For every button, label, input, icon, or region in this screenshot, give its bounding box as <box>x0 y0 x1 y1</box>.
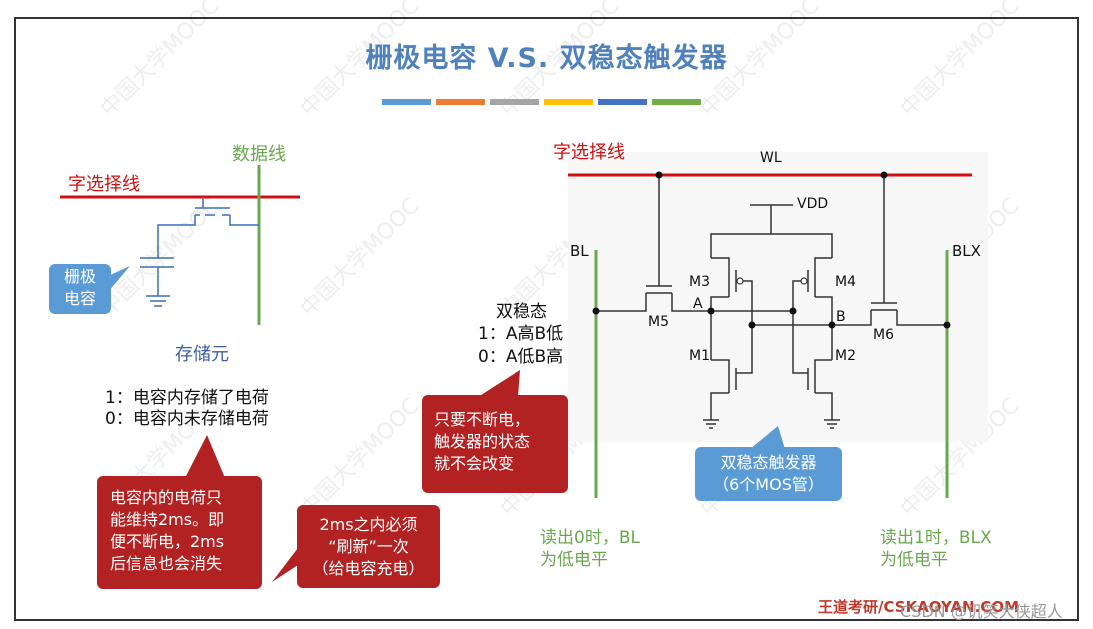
read0-line-1: 读出0时，BL <box>540 528 640 548</box>
m4-label: M4 <box>835 274 856 290</box>
bistable-state-0: 0：A低B高 <box>478 347 564 367</box>
csdn-watermark: CSDN @讥笑大侠超人 <box>900 602 1063 621</box>
title-bar <box>598 99 647 105</box>
title-bar <box>382 99 431 105</box>
m6-label: M6 <box>873 327 894 343</box>
bistable-title: 双稳态 <box>496 302 547 322</box>
title-bar <box>436 99 485 105</box>
read1-line-2: 为低电平 <box>880 550 948 570</box>
vdd-label: VDD <box>797 196 829 212</box>
m3-label: M3 <box>689 274 710 290</box>
callout-line: 就不会改变 <box>434 454 515 473</box>
callout-sram-shape <box>695 426 842 501</box>
callout-charge: 电容内的电荷只 能维持2ms。即 便不断电，2ms 后信息也会消失 <box>110 487 224 575</box>
sram-wiring <box>596 175 947 429</box>
read1-line-1: 读出1时，BLX <box>880 528 992 548</box>
state-0-text: 0：电容内未存储电荷 <box>105 409 269 429</box>
title-bar <box>490 99 539 105</box>
m4-gate-bubble <box>800 277 808 285</box>
callout-line: （6个MOS管） <box>713 475 824 494</box>
title-bar <box>544 99 593 105</box>
bl-label: BL <box>570 242 589 260</box>
callout-refresh: 2ms之内必须 “刷新”一次 （给电容充电） <box>303 514 434 580</box>
junction-dots <box>592 171 951 329</box>
right-word-line-label: 字选择线 <box>553 142 625 163</box>
blx-label: BLX <box>952 242 981 260</box>
callout-line: 电容内的电荷只 <box>110 488 223 507</box>
callout-refresh-shape <box>272 505 440 588</box>
title-color-bars <box>382 99 701 105</box>
gate-cap-callout: 栅极 电容 <box>49 266 111 310</box>
m2-label: M2 <box>835 348 856 364</box>
m5-label: M5 <box>648 314 669 330</box>
read0-line-2: 为低电平 <box>540 550 608 570</box>
bistable-state-1: 1：A高B低 <box>478 324 564 344</box>
callout-line: 触发器的状态 <box>434 432 531 451</box>
node-b-label: B <box>836 309 846 325</box>
wl-label: WL <box>760 150 782 166</box>
callout-line: 后信息也会消失 <box>110 554 223 573</box>
callout-sram: 双稳态触发器 （6个MOS管） <box>695 452 842 496</box>
state-1-text: 1：电容内存储了电荷 <box>105 388 269 408</box>
callout-line: 2ms之内必须 <box>319 515 418 534</box>
cell-label: 存储元 <box>175 344 229 365</box>
callout-line: 只要不断电， <box>434 410 531 429</box>
callout-line: 便不断电，2ms <box>110 532 225 551</box>
data-line-label: 数据线 <box>232 144 286 165</box>
callout-charge-shape <box>97 435 262 589</box>
sram-panel-bg <box>568 152 988 442</box>
dram-transistor <box>140 197 259 307</box>
left-word-line-label: 字选择线 <box>68 174 140 195</box>
callout-line: 能维持2ms。即 <box>110 510 225 529</box>
callout-stable: 只要不断电， 触发器的状态 就不会改变 <box>434 409 530 475</box>
gate-cap-label-1: 栅极 <box>63 267 96 286</box>
node-a-label: A <box>693 296 703 312</box>
m3-gate-bubble <box>736 277 744 285</box>
footer-brand: 王道考研/CSKAOYAN.COM <box>818 598 1019 616</box>
gate-cap-callout-shape <box>49 264 130 314</box>
m1-label: M1 <box>689 348 710 364</box>
gate-cap-label-2: 电容 <box>63 289 96 308</box>
callout-line: （给电容充电） <box>312 559 425 578</box>
callout-line: 双稳态触发器 <box>720 453 817 472</box>
slide-title: 栅极电容 V.S. 双稳态触发器 <box>365 43 728 74</box>
callout-line: “刷新”一次 <box>328 537 409 556</box>
title-bar <box>652 99 701 105</box>
callout-stable-shape <box>422 370 568 493</box>
